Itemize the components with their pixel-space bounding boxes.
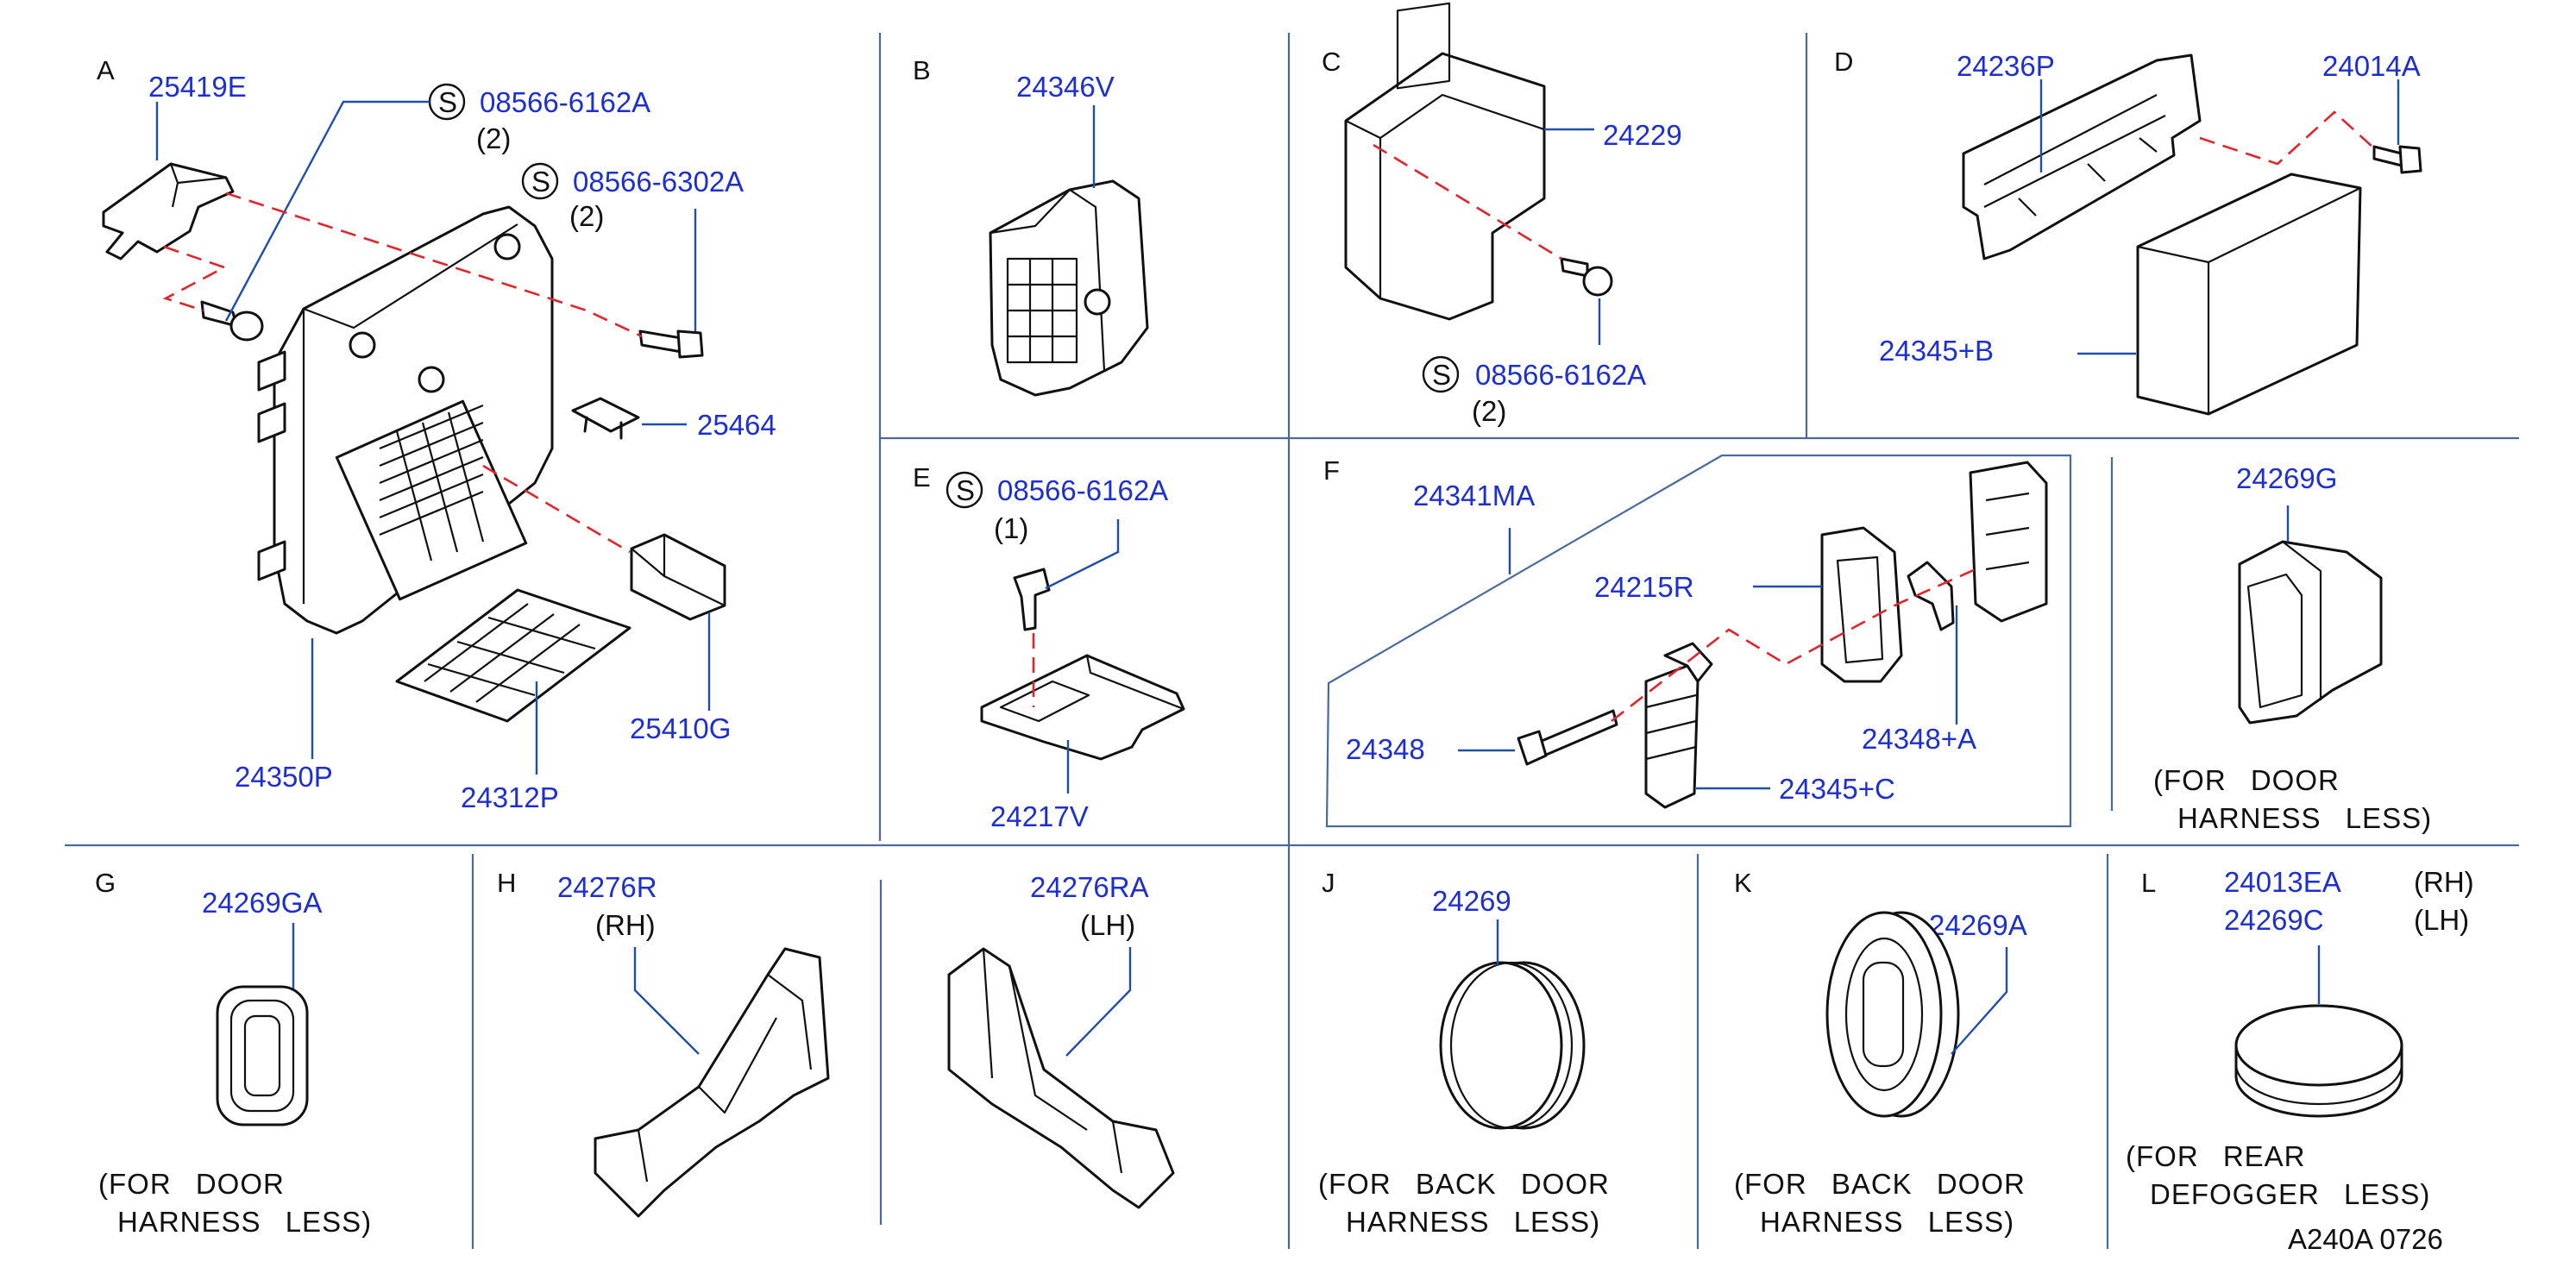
part-number-24341ma[interactable]: 24341MA xyxy=(1413,480,1535,511)
bracket-24276ra-icon xyxy=(947,947,1175,1209)
part-number-24348a[interactable]: 24348+A xyxy=(1862,723,1976,755)
part-number-24346v[interactable]: 24346V xyxy=(1016,71,1115,103)
part-number-24269[interactable]: 24269 xyxy=(1432,885,1511,917)
part-number-24269ga[interactable]: 24269GA xyxy=(202,887,322,919)
screw-symbol: S xyxy=(438,86,457,118)
part-number-24014a[interactable]: 24014A xyxy=(2322,50,2421,82)
section-a: A 25419E S 08566-6162A (2) S 08566-6302A… xyxy=(97,55,776,813)
section-label-f: F xyxy=(1323,455,1340,486)
bracket-24217v-icon xyxy=(980,654,1185,761)
part-number-24348[interactable]: 24348 xyxy=(1346,733,1425,765)
note-line-1: (FOR BACK DOOR xyxy=(1318,1168,1610,1200)
part-number-24269a[interactable]: 24269A xyxy=(1929,909,2027,941)
section-label-h: H xyxy=(497,868,516,898)
part-number-25419e[interactable]: 25419E xyxy=(148,71,247,103)
relay-25410g-icon xyxy=(630,533,726,621)
section-k: K 24269A (FOR BACK DOOR HARNESS LESS) xyxy=(1734,868,2027,1238)
note-line-1: (FOR BACK DOOR xyxy=(1734,1168,2026,1200)
side-lh-label: (LH) xyxy=(2414,904,2469,936)
part-number-24013ea[interactable]: 24013EA xyxy=(2224,866,2341,898)
note-line-2: HARNESS LESS) xyxy=(2177,802,2432,834)
part-number-24269c[interactable]: 24269C xyxy=(2224,904,2324,936)
section-label-e: E xyxy=(913,462,931,493)
note-line-2: DEFOGGER LESS) xyxy=(2150,1178,2430,1210)
section-label-k: K xyxy=(1734,868,1752,898)
section-label-g: G xyxy=(95,868,116,898)
note-line-1: (FOR DOOR xyxy=(98,1168,285,1200)
part-number-24236p[interactable]: 24236P xyxy=(1957,50,2055,82)
part-number-24312p[interactable]: 24312P xyxy=(461,781,559,813)
grommet-24269ga-icon xyxy=(216,985,309,1126)
module-24345b-icon xyxy=(2136,173,2362,416)
screw-symbol-icon xyxy=(521,162,559,200)
screw-icon xyxy=(1560,257,1589,278)
section-h: H 24276R (RH) 24276RA (LH) xyxy=(497,868,1175,1218)
section-c: C 24229 S 08566-6162A (2) xyxy=(1322,2,1682,427)
section-d: D 24236P 24014A 24345+B xyxy=(1834,47,2422,416)
part-number-25464[interactable]: 25464 xyxy=(697,409,776,441)
note-line-2: HARNESS LESS) xyxy=(117,1206,372,1238)
screw-icon xyxy=(1013,568,1051,631)
quantity-label: (1) xyxy=(994,512,1028,544)
bolt-icon xyxy=(2372,145,2403,167)
section-e: E S 08566-6162A (1) 24217V xyxy=(913,462,1185,832)
section-label-l: L xyxy=(2141,868,2156,898)
clip-24348a-icon xyxy=(1907,561,1955,631)
part-number-24217v[interactable]: 24217V xyxy=(990,800,1089,832)
screw-symbol-icon xyxy=(1422,355,1460,393)
part-number-08566-6162a[interactable]: 08566-6162A xyxy=(1475,359,1646,391)
part-number-24276r[interactable]: 24276R xyxy=(557,871,657,903)
section-label-a: A xyxy=(97,55,115,85)
screw-symbol: S xyxy=(956,474,975,506)
bolt-icon xyxy=(638,329,683,354)
part-number-25410g[interactable]: 25410G xyxy=(630,712,731,744)
quantity-label: (2) xyxy=(1472,395,1506,427)
bracket-24229-icon xyxy=(1344,52,1546,321)
bracket-24276r-icon xyxy=(594,947,830,1218)
note-line-1: (FOR DOOR xyxy=(2153,764,2340,796)
note-line-2: HARNESS LESS) xyxy=(1760,1206,2014,1238)
bracket-24215r-icon xyxy=(1820,526,1903,683)
section-l: L 24013EA (RH) 24269C (LH) (FOR REAR DEF… xyxy=(2126,866,2474,1255)
connector-icon xyxy=(1969,461,2048,623)
quantity-label: (2) xyxy=(569,200,604,232)
note-line-1: (FOR REAR xyxy=(2126,1140,2306,1172)
part-number-24345c[interactable]: 24345+C xyxy=(1779,773,1895,805)
section-f: F 24341MA 24215R 24348 24348+A 24345+C xyxy=(1323,454,2072,828)
section-dividers xyxy=(65,33,2519,1249)
fuse-25464-icon xyxy=(571,397,640,440)
screw-symbol: S xyxy=(1432,359,1451,391)
screw-symbol: S xyxy=(531,166,550,198)
part-number-08566-6162a[interactable]: 08566-6162A xyxy=(480,86,650,118)
side-rh-label: (RH) xyxy=(595,909,656,941)
bolt-24348-icon xyxy=(1534,709,1618,757)
section-j: J 24269 (FOR BACK DOOR HARNESS LESS) xyxy=(1318,868,1610,1238)
part-number-24345b[interactable]: 24345+B xyxy=(1879,335,1994,367)
side-rh-label: (RH) xyxy=(2414,866,2474,898)
section-label-d: D xyxy=(1834,47,1853,77)
part-number-24215r[interactable]: 24215R xyxy=(1594,571,1694,603)
grommet-24269g-icon xyxy=(2238,540,2383,725)
cover-24312p-icon xyxy=(395,588,631,723)
part-number-24269g[interactable]: 24269G xyxy=(2236,462,2337,494)
part-number-08566-6302a[interactable]: 08566-6302A xyxy=(573,166,744,198)
section-g: G 24269GA (FOR DOOR HARNESS LESS) xyxy=(95,868,372,1238)
part-number-24276ra[interactable]: 24276RA xyxy=(1030,871,1149,903)
section-label-b: B xyxy=(913,55,931,85)
section-f-24269g: 24269G (FOR DOOR HARNESS LESS) xyxy=(2153,462,2432,834)
section-b: B 24346V xyxy=(913,55,1149,397)
section-label-j: J xyxy=(1322,868,1335,898)
quantity-label: (2) xyxy=(476,122,511,154)
part-number-24350p[interactable]: 24350P xyxy=(235,761,333,793)
part-number-24229[interactable]: 24229 xyxy=(1603,119,1682,151)
section-label-c: C xyxy=(1322,47,1341,77)
diagram-code: A240A 0726 xyxy=(2288,1223,2443,1255)
part-number-08566-6162a[interactable]: 08566-6162A xyxy=(997,474,1168,506)
side-lh-label: (LH) xyxy=(1080,909,1135,941)
screw-symbol-icon xyxy=(946,471,983,509)
note-line-2: HARNESS LESS) xyxy=(1346,1206,1600,1238)
